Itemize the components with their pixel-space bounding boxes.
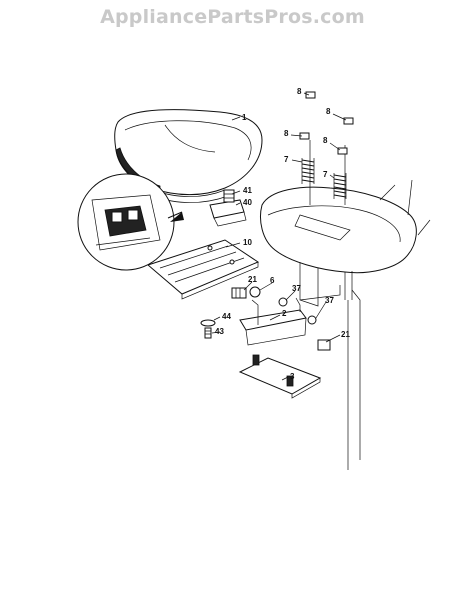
callout-2: 2 — [282, 309, 287, 318]
base-plate — [238, 354, 322, 399]
callout-44: 44 — [222, 312, 231, 321]
springs-and-bolts — [299, 91, 354, 205]
seat-bracket — [231, 286, 331, 351]
callout-8-c: 8 — [284, 129, 289, 138]
bolt-44-43 — [200, 319, 216, 339]
callout-7-b: 7 — [323, 170, 328, 179]
callout-6: 6 — [270, 276, 275, 285]
callout-37-b: 37 — [325, 296, 334, 305]
hinge-bracket — [209, 189, 247, 227]
callout-40: 40 — [243, 198, 252, 207]
seat — [114, 109, 263, 203]
fender-deck — [260, 179, 431, 470]
seat-pan — [146, 239, 260, 300]
callout-8-a: 8 — [297, 87, 302, 96]
callout-41: 41 — [243, 186, 252, 195]
callout-21-b: 21 — [341, 330, 350, 339]
callout-7-a: 7 — [284, 155, 289, 164]
callout-1: 1 — [242, 113, 247, 122]
watermark-logo: AppliancePartsPros.com — [100, 6, 365, 28]
callout-37-a: 37 — [292, 284, 301, 293]
callout-8-d: 8 — [323, 136, 328, 145]
callout-10: 10 — [243, 238, 252, 247]
callout-8-b: 8 — [326, 107, 331, 116]
detail-inset — [77, 173, 184, 271]
leader-lines — [211, 92, 347, 381]
spring-left — [301, 158, 315, 184]
callout-43: 43 — [215, 327, 224, 336]
callout-3: 3 — [290, 372, 295, 381]
spring-right — [333, 173, 347, 199]
callout-21-a: 21 — [248, 275, 257, 284]
